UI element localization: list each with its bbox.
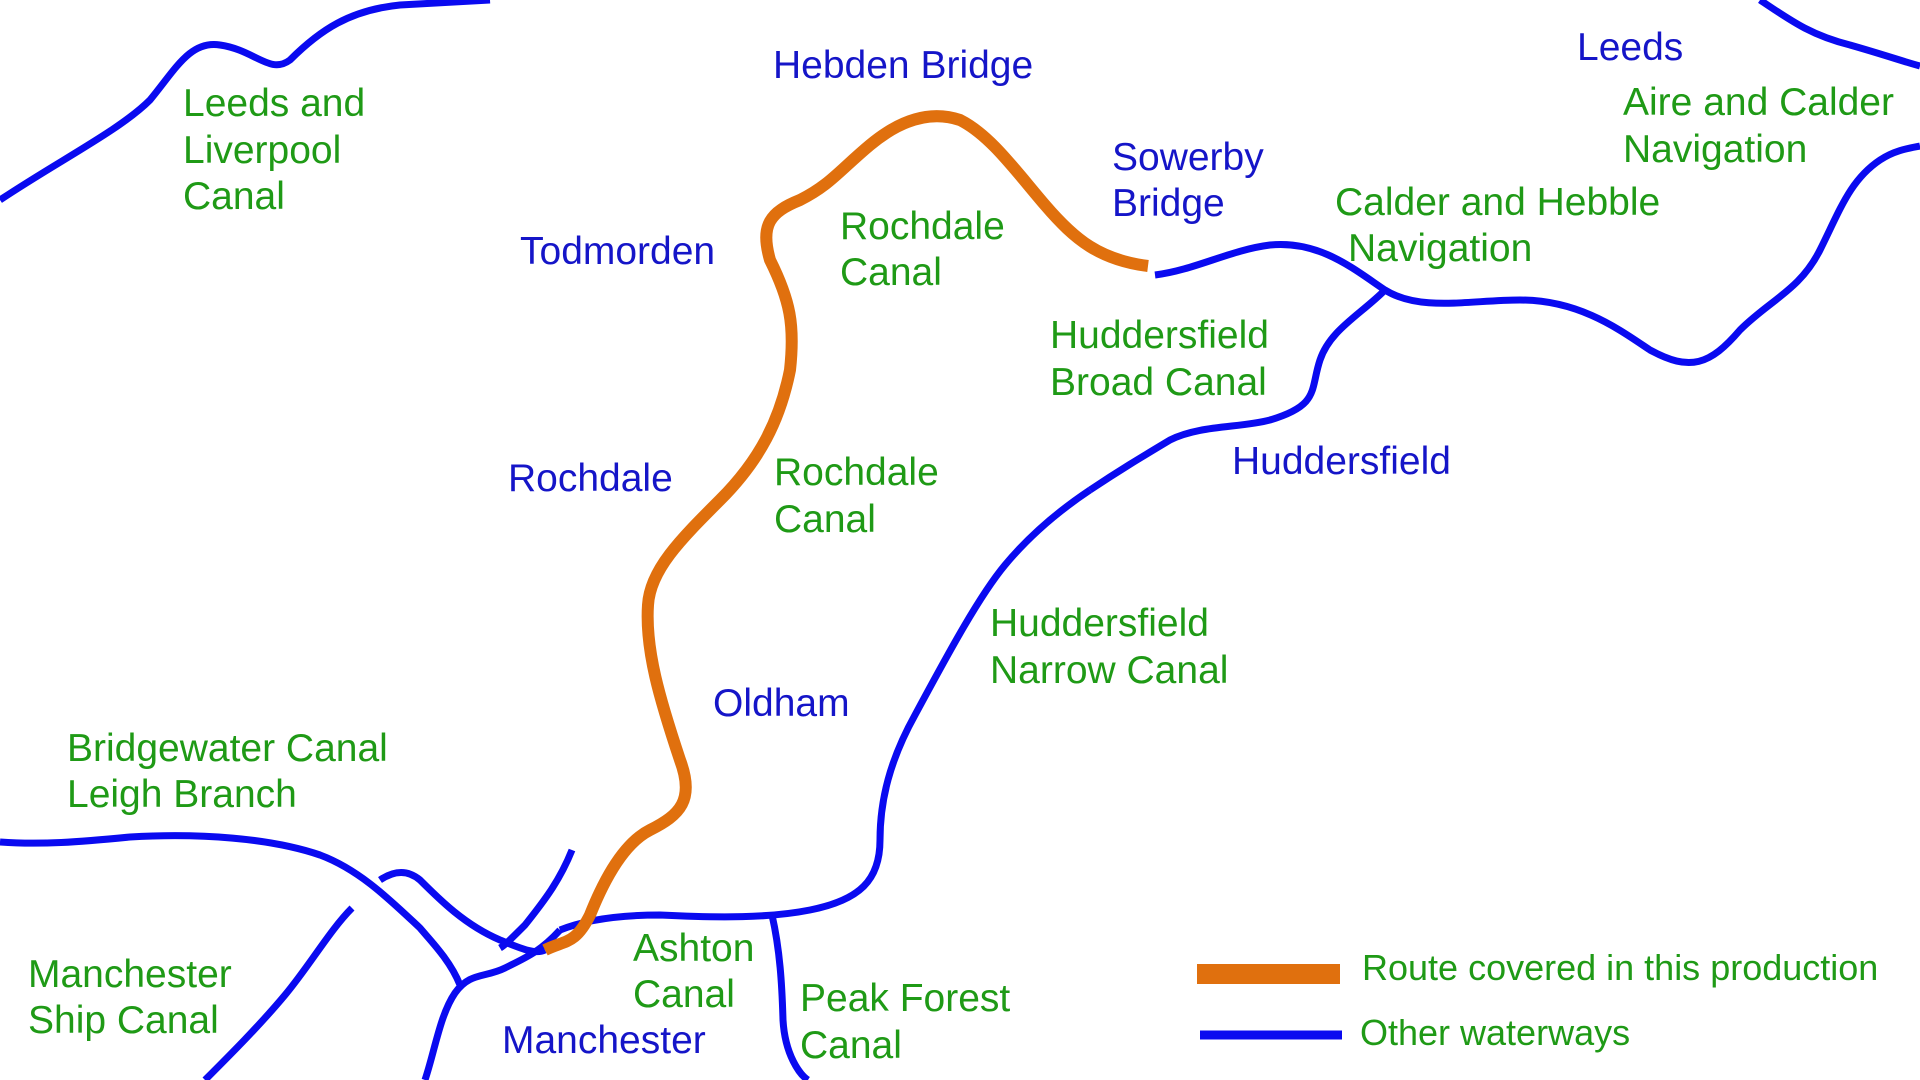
- waterway-huddersfield-narrow-canal: [558, 487, 1092, 934]
- place-label-hebden-bridge: Hebden Bridge: [773, 44, 1033, 87]
- waterway-aire-calder-navigation: [1758, 0, 1920, 70]
- place-label-leeds: Leeds: [1577, 26, 1683, 69]
- legend-route-label: Route covered in this production: [1362, 947, 1878, 988]
- map-legend: Route covered in this production Other w…: [1197, 947, 1878, 1053]
- waterway-peak-forest-canal: [768, 914, 811, 1080]
- canal-label-huddersfield-broad-line1: Huddersfield: [1050, 314, 1269, 357]
- waterway-huddersfield-broad-canal: [1088, 287, 1388, 493]
- canal-label-huddersfield-narrow-line2: Narrow Canal: [990, 649, 1228, 692]
- canal-label-bridgewater-line2: Leigh Branch: [67, 773, 297, 816]
- waterway-manchester-spur: [498, 848, 576, 952]
- place-label-oldham: Oldham: [713, 682, 850, 725]
- canal-label-leeds-liverpool-line3: Canal: [183, 175, 285, 218]
- place-label-sowerby-bridge-line1: Sowerby: [1112, 136, 1264, 179]
- canal-label-calder-hebble-line2: Navigation: [1348, 227, 1532, 270]
- waterway-calder-east: [1154, 142, 1920, 367]
- legend-other-label: Other waterways: [1360, 1012, 1630, 1053]
- place-label-huddersfield: Huddersfield: [1232, 440, 1451, 483]
- canal-label-calder-hebble-line1: Calder and Hebble: [1335, 181, 1660, 224]
- canal-label-ship-canal-line2: Ship Canal: [28, 999, 219, 1042]
- waterway-manchester-ship-canal: [202, 905, 355, 1080]
- canal-label-leeds-liverpool-line2: Liverpool: [183, 129, 341, 172]
- place-label-todmorden: Todmorden: [520, 230, 715, 273]
- place-label-manchester: Manchester: [502, 1019, 706, 1062]
- canal-labels: Leeds and Liverpool Canal Aire and Calde…: [28, 81, 1894, 1067]
- canal-label-bridgewater-line1: Bridgewater Canal: [67, 727, 388, 770]
- waterway-leeds-liverpool-canal: [0, 0, 491, 203]
- canal-label-rochdale-north-line2: Canal: [840, 251, 942, 294]
- waterway-bridgewater-leigh-branch: [0, 832, 464, 987]
- canal-label-rochdale-south-line1: Rochdale: [774, 451, 939, 494]
- route-rochdale-canal: [542, 110, 1149, 956]
- route-layer: [542, 110, 1149, 956]
- canal-label-peak-forest-line1: Peak Forest: [800, 977, 1010, 1020]
- canal-label-rochdale-north-line1: Rochdale: [840, 205, 1005, 248]
- canal-label-huddersfield-narrow-line1: Huddersfield: [990, 602, 1209, 645]
- waterway-manchester-loop: [378, 869, 547, 956]
- canal-label-leeds-liverpool-line1: Leeds and: [183, 82, 365, 125]
- place-label-sowerby-bridge-line2: Bridge: [1112, 182, 1225, 225]
- canal-label-aire-calder-line1: Aire and Calder: [1623, 81, 1894, 124]
- place-label-rochdale: Rochdale: [508, 457, 673, 500]
- canal-label-rochdale-south-line2: Canal: [774, 498, 876, 541]
- canal-label-ashton-line2: Canal: [633, 973, 735, 1016]
- canal-label-ship-canal-line1: Manchester: [28, 953, 232, 996]
- canal-label-aire-calder-line2: Navigation: [1623, 128, 1807, 171]
- canal-label-peak-forest-line2: Canal: [800, 1024, 902, 1067]
- canal-label-huddersfield-broad-line2: Broad Canal: [1050, 361, 1267, 404]
- canal-label-ashton-line1: Ashton: [633, 927, 754, 970]
- place-labels: Hebden Bridge Leeds Sowerby Bridge Todmo…: [502, 26, 1683, 1062]
